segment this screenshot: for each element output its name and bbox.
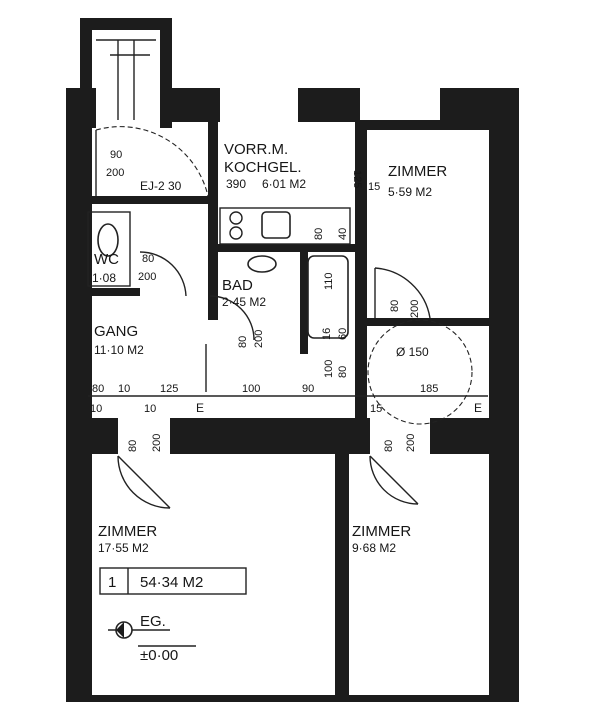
- dim-80-sw-door: 80: [127, 440, 139, 452]
- dim-90-top: 90: [110, 149, 122, 161]
- dim-60-bad: 60: [337, 328, 349, 340]
- dim-80-gang: 80: [92, 383, 104, 395]
- zimmer-ne-label: ZIMMER: [388, 163, 447, 180]
- dim-15-ne: 15: [368, 181, 380, 193]
- wc-area: 1·08: [92, 271, 116, 285]
- dim-200-sw-door: 200: [151, 434, 163, 452]
- dim-110-bad: 110: [323, 272, 335, 290]
- gang-label: GANG: [94, 323, 138, 340]
- dim-90-gang: 90: [302, 383, 314, 395]
- zimmer-sw-area: 17·55 M2: [98, 541, 149, 555]
- gang-area: 11·10 M2: [94, 343, 144, 357]
- walls: [66, 18, 519, 702]
- dim-200-gang-door: 200: [253, 330, 265, 348]
- dim-125-vorraum: 125: [351, 170, 363, 188]
- zimmer-se-label: ZIMMER: [352, 523, 411, 540]
- kochgel-label: KOCHGEL.: [224, 159, 302, 176]
- dim-80-wc: 80: [142, 253, 154, 265]
- dim-10-mid: 10: [144, 403, 156, 415]
- level-name: EG.: [140, 613, 166, 630]
- ej-mark: EJ-2 30: [140, 179, 182, 193]
- dim-10-left: 10: [90, 403, 102, 415]
- dim-125-gang: 125: [160, 383, 178, 395]
- dim-80-kitchen: 80: [313, 228, 325, 240]
- bad-area: 2·45 M2: [222, 295, 266, 309]
- dim-80-se-door: 80: [383, 440, 395, 452]
- zimmer-sw-label: ZIMMER: [98, 523, 157, 540]
- dim-16-bad: 16: [321, 328, 333, 340]
- dim-100-bath-low: 100: [323, 360, 335, 378]
- unit-info: 1 54·34 M2 EG. ±0·00: [108, 574, 203, 664]
- dimension-labels: 90 200 EJ-2 30 125 15 80 200 80 40 110 1…: [90, 149, 482, 452]
- dim-20-ne-door: 200: [409, 300, 421, 318]
- unit-number: 1: [108, 574, 116, 591]
- vorraum-area: 6·01 M2: [262, 177, 306, 191]
- unit-total-area: 54·34 M2: [140, 574, 203, 591]
- wc-label: WC: [94, 251, 119, 268]
- dim-200-wc: 200: [138, 271, 156, 283]
- dim-100-gang: 100: [242, 383, 260, 395]
- room-labels: VORR.M. KOCHGEL. 390 6·01 M2 ZIMMER 5·59…: [92, 141, 447, 555]
- dim-80-ne-door: 80: [389, 300, 401, 312]
- zimmer-se-area: 9·68 M2: [352, 541, 396, 555]
- dim-40-kitchen: 40: [337, 228, 349, 240]
- level-elevation: ±0·00: [140, 647, 178, 664]
- e-mark-left: E: [196, 401, 204, 415]
- bad-label: BAD: [222, 277, 253, 294]
- dim-80-bath-low: 80: [337, 366, 349, 378]
- dim-200-top: 200: [106, 167, 124, 179]
- e-mark-right: E: [474, 401, 482, 415]
- diameter-mark: Ø 150: [396, 345, 429, 359]
- vorraum-dim: 390: [226, 177, 246, 191]
- dim-80-gang-door: 80: [237, 336, 249, 348]
- vorraum-label: VORR.M.: [224, 141, 288, 158]
- dim-10-gang: 10: [118, 383, 130, 395]
- dim-200-se-door: 200: [405, 434, 417, 452]
- linework: [87, 39, 488, 647]
- zimmer-ne-area: 5·59 M2: [388, 185, 432, 199]
- dim-185: 185: [420, 383, 438, 395]
- dim-15-gang: 15: [370, 403, 382, 415]
